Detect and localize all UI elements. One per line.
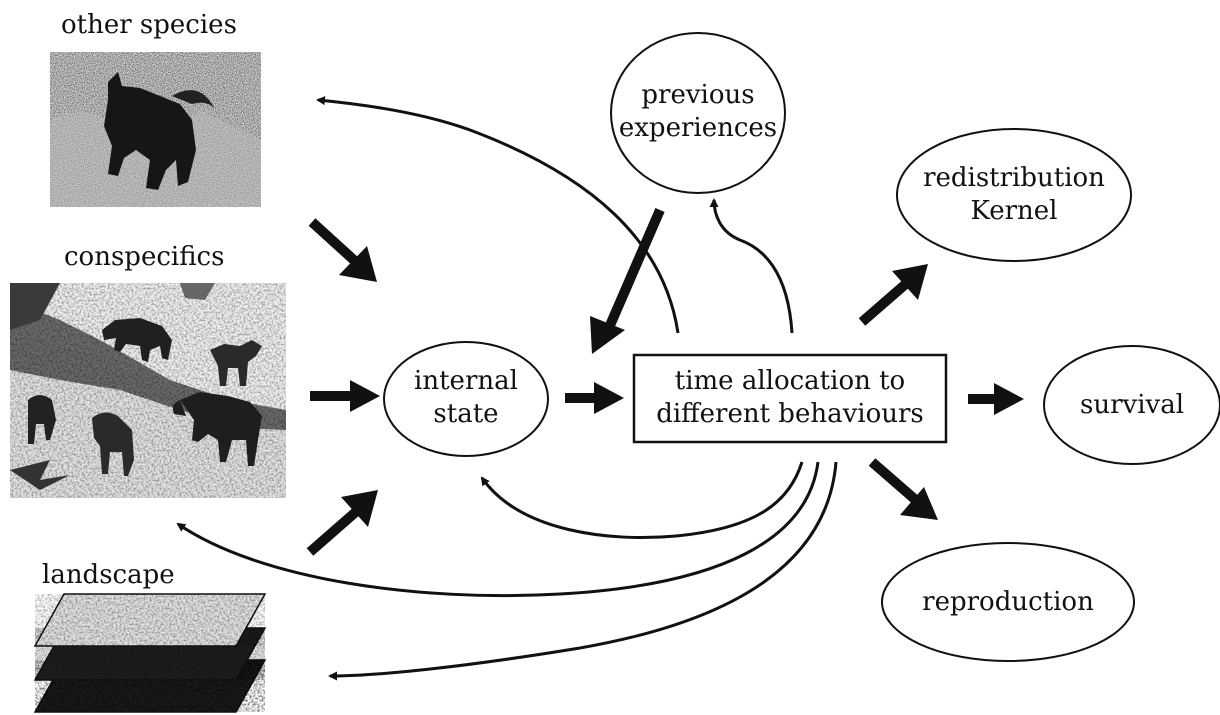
- time-allocation-line2: different behaviours: [656, 399, 924, 429]
- previous-experiences-text: previous experiences: [611, 79, 785, 145]
- feedback-to-internal-state: [480, 461, 804, 539]
- redistribution-kernel-line2: Kernel: [970, 196, 1058, 226]
- time-allocation-node: [632, 353, 948, 444]
- internal-state-text: internal state: [384, 365, 548, 431]
- reproduction-node: [881, 542, 1135, 662]
- internal-state-node: [383, 341, 549, 457]
- time-allocation-text: time allocation to different behaviours: [636, 365, 944, 431]
- arrow-conspecifics-to-state: [310, 380, 380, 412]
- redistribution-kernel-line1: redistribution: [923, 163, 1105, 193]
- feedback-arrows: [176, 96, 838, 681]
- arrow-landscape-to-state: [306, 490, 378, 556]
- redistribution-kernel-text: redistribution Kernel: [897, 162, 1131, 228]
- arrow-other-species-to-state: [308, 218, 377, 282]
- other-species-label: other species: [61, 10, 237, 40]
- conspecifics-photo: [10, 283, 286, 498]
- internal-state-line1: internal: [414, 366, 518, 396]
- reproduction-text: reproduction: [922, 587, 1094, 617]
- previous-experiences-line2: experiences: [618, 113, 778, 143]
- arrow-state-to-time: [565, 382, 624, 414]
- arrow-time-to-survival: [968, 383, 1024, 415]
- conspecifics-label: conspecifics: [64, 242, 225, 272]
- previous-experiences-line1: previous: [641, 80, 755, 110]
- redistribution-kernel-node: [896, 128, 1132, 262]
- landscape-layers-image: [33, 593, 267, 713]
- thick-arrows: [306, 208, 1024, 556]
- arrow-time-to-kernel: [858, 264, 928, 326]
- survival-node: [1043, 345, 1220, 465]
- previous-experiences-node: [610, 32, 786, 194]
- arrow-time-to-reproduction: [868, 458, 938, 520]
- landscape-label: landscape: [42, 560, 175, 590]
- feedback-to-conspecifics: [176, 461, 820, 598]
- arrow-experiences-to-time: [590, 208, 665, 354]
- internal-state-line2: state: [433, 399, 499, 429]
- other-species-photo: [50, 52, 261, 207]
- feedback-to-other-species: [316, 96, 680, 334]
- time-allocation-line1: time allocation to: [674, 366, 906, 396]
- survival-text: survival: [1079, 390, 1185, 420]
- feedback-to-previous-experiences: [709, 198, 794, 334]
- feedback-to-landscape: [328, 461, 838, 681]
